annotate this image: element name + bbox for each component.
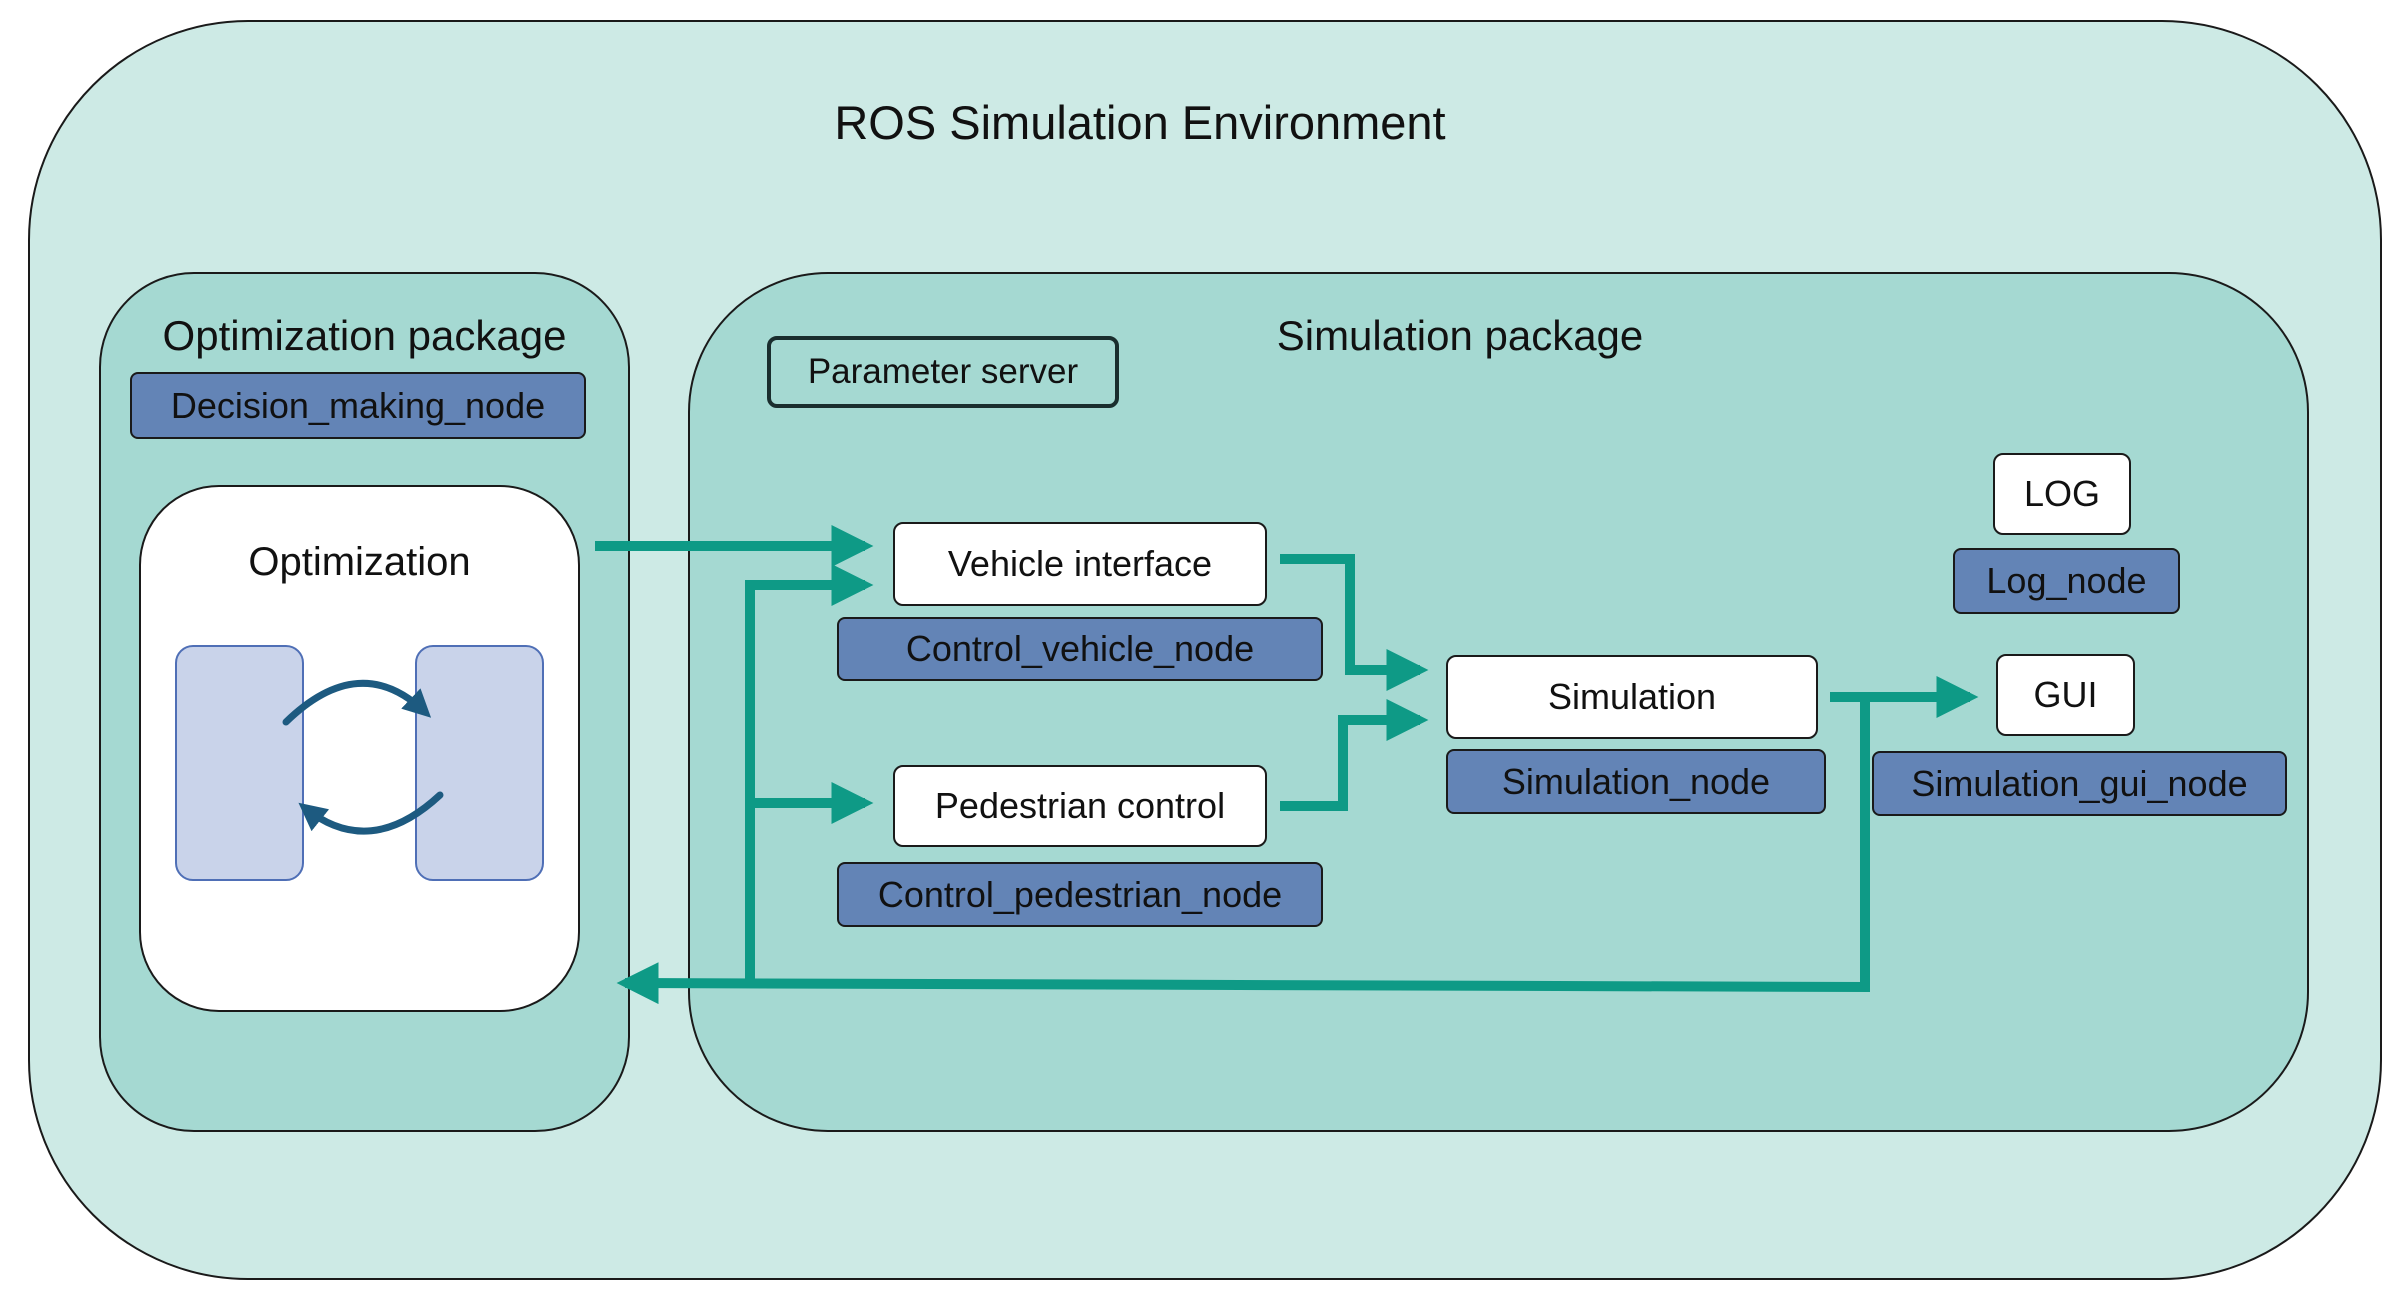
arrow-feedback-to-vehicle (745, 564, 874, 980)
parameter-server-box: Parameter server (767, 336, 1119, 408)
simulation-package-title: Simulation package (1276, 312, 1644, 359)
control-pedestrian-node-tag: Control_pedestrian_node (837, 862, 1323, 927)
cycle-arrow-bottom (298, 791, 444, 835)
gui-box: GUI (1996, 654, 2135, 736)
log-node-tag: Log_node (1953, 548, 2180, 614)
control-vehicle-node-tag: Control_vehicle_node (837, 617, 1323, 681)
simulation-box: Simulation (1446, 655, 1818, 739)
simulation-gui-node-tag: Simulation_gui_node (1872, 751, 2287, 816)
arrow-vehicle-to-simulation (1280, 554, 1429, 691)
simulation-node-tag: Simulation_node (1446, 749, 1826, 814)
vehicle-interface-box: Vehicle interface (893, 522, 1267, 606)
environment-title: ROS Simulation Environment (834, 96, 1446, 149)
arrow-simulation-to-optimization (616, 697, 1870, 1005)
optimization-package-title: Optimization package (162, 312, 567, 359)
decision-making-node-tag: Decision_making_node (130, 372, 586, 439)
pedestrian-control-box: Pedestrian control (893, 765, 1267, 847)
optimization-left-block (175, 645, 304, 881)
log-box: LOG (1993, 453, 2131, 535)
arrow-pedestrian-to-simulation (1280, 699, 1429, 811)
optimization-card-label: Optimization (248, 540, 471, 584)
cycle-arrow-top (282, 679, 432, 726)
optimization-right-block (415, 645, 544, 881)
